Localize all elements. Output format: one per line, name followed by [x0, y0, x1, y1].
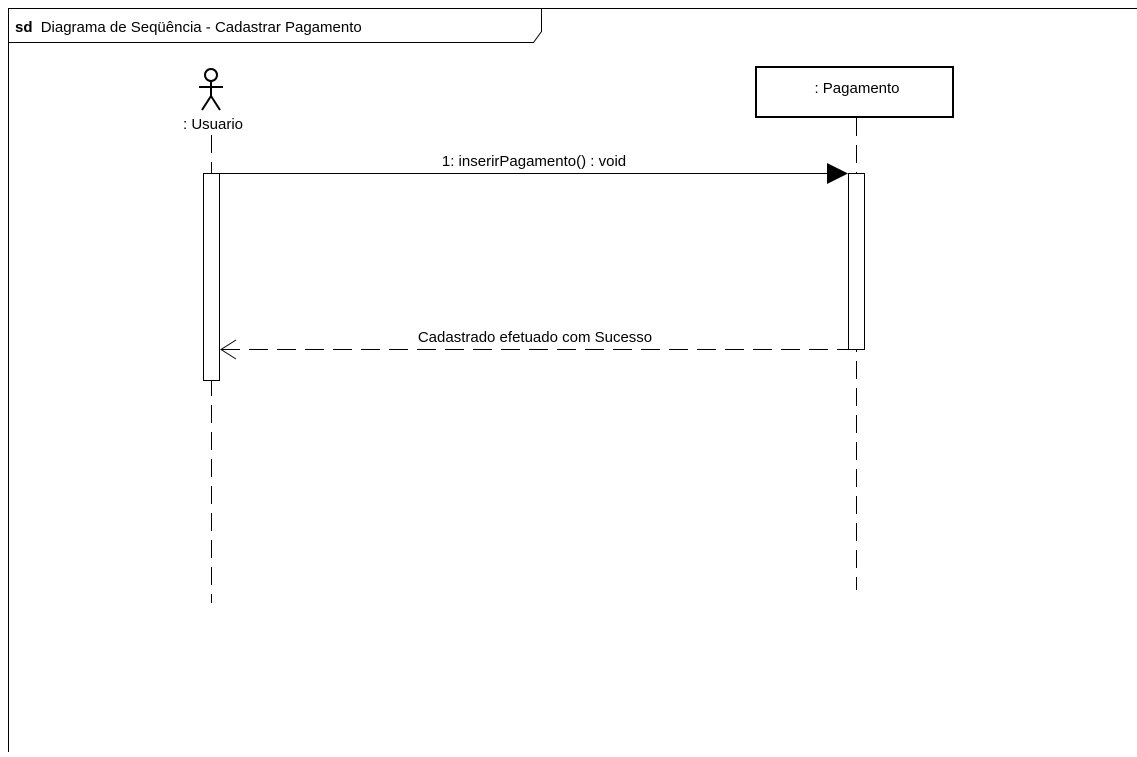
call-label: 1: inserirPagamento() : void	[442, 153, 626, 170]
object-pagamento[interactable]: : Pagamento	[756, 67, 953, 117]
filled-arrowhead-icon	[827, 163, 848, 184]
message-call[interactable]: 1: inserirPagamento() : void	[220, 153, 848, 184]
actor-label: : Usuario	[183, 116, 243, 133]
frame-title: sd Diagrama de Seqüência - Cadastrar Pag…	[15, 19, 362, 36]
stick-figure-icon	[199, 69, 223, 110]
frame-title-text: Diagrama de Seqüência - Cadastrar Pagame…	[41, 19, 362, 36]
diagram-frame	[9, 9, 1137, 753]
actor-activation-bar	[204, 174, 220, 381]
message-reply[interactable]: Cadastrado efetuado com Sucesso	[221, 329, 848, 359]
reply-label: Cadastrado efetuado com Sucesso	[418, 329, 652, 346]
frame-keyword: sd	[15, 19, 33, 36]
actor-usuario[interactable]: : Usuario	[183, 69, 243, 133]
object-activation-bar	[849, 174, 865, 350]
object-label: : Pagamento	[814, 80, 899, 97]
